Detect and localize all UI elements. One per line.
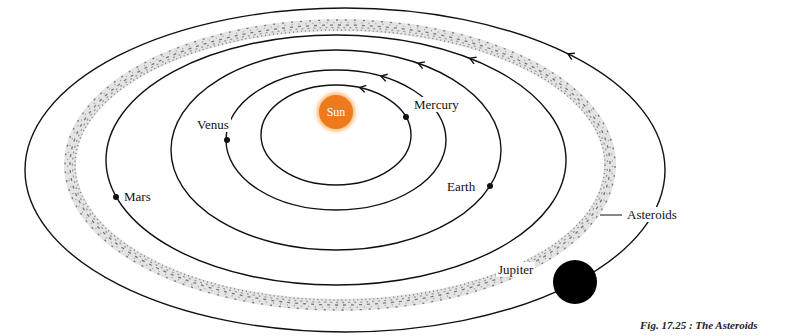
sun-label: Sun [327, 105, 346, 120]
planet-dot [403, 114, 409, 120]
planet-label: Venus [195, 117, 231, 132]
orbit-arrow [470, 57, 477, 64]
orbit-arrow [568, 53, 575, 59]
planet-label: Asteroids [625, 207, 679, 222]
planet-label: Jupiter [496, 262, 535, 277]
asteroid-speckle [75, 30, 605, 300]
orbit-arrow [381, 74, 388, 81]
planet-label: Mercury [412, 97, 461, 112]
asteroid-speckle [73, 28, 608, 303]
orbit-path [25, 8, 665, 332]
planet-dot [224, 137, 230, 143]
orbit-arrow [418, 62, 425, 69]
asteroid-speckle [68, 23, 613, 308]
planet-dot [113, 194, 119, 200]
planet-label: Earth [445, 179, 477, 194]
jupiter-planet [553, 260, 597, 304]
orbit-path [261, 85, 411, 185]
orbit-path [106, 35, 566, 285]
orbit-path [226, 70, 446, 210]
asteroid-speckle [70, 25, 610, 305]
asteroid-speckle [65, 20, 615, 310]
leader-line [600, 215, 622, 216]
orbit-arrow [360, 85, 367, 92]
figure-caption: Fig. 17.25 : The Asteroids [640, 319, 758, 331]
planet-label: Mars [122, 189, 153, 204]
planet-dot [487, 183, 493, 189]
sun-circle: Sun [319, 95, 353, 129]
asteroid-belt [70, 25, 610, 305]
orbit-path [171, 50, 501, 250]
